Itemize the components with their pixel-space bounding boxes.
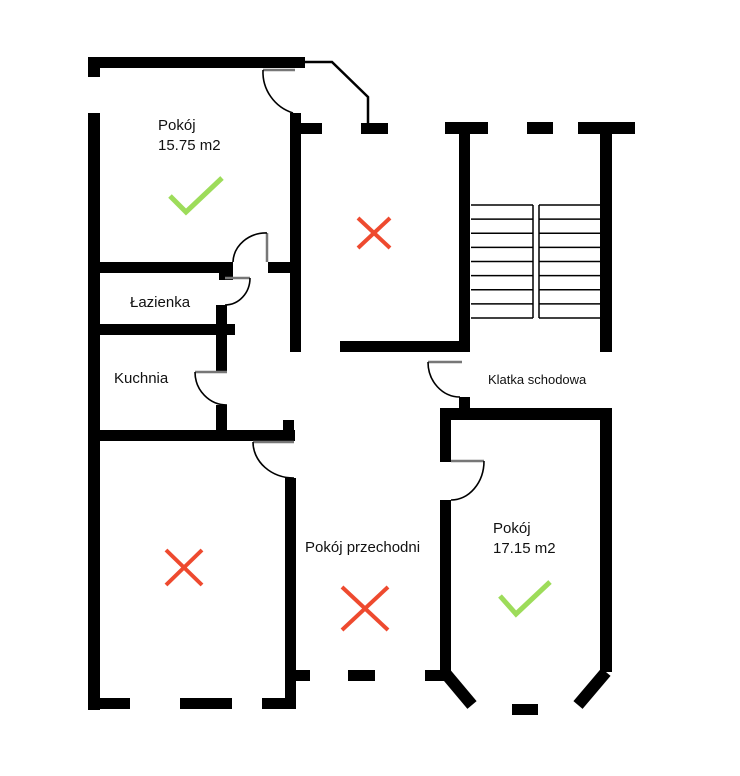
room-name-bathroom: Łazienka	[130, 294, 191, 311]
room-name-staircase: Klatka schodowa	[488, 372, 587, 387]
doors	[194, 68, 485, 501]
stairs	[471, 204, 601, 319]
room-name-kitchen: Kuchnia	[114, 370, 169, 387]
room-area-top-left: 15.75 m2	[158, 137, 221, 154]
room-name-top-left: Pokój	[158, 117, 196, 134]
room-name-passage: Pokój przechodni	[305, 539, 420, 556]
check-icon	[168, 176, 224, 216]
room-name-right: Pokój	[493, 520, 531, 537]
cross-icon	[340, 585, 390, 632]
room-area-right: 17.15 m2	[493, 540, 556, 557]
marks	[164, 176, 552, 632]
cross-icon	[164, 548, 204, 587]
cross-icon	[356, 216, 392, 250]
check-icon	[498, 580, 552, 618]
labels: Pokój 15.75 m2 Łazienka Kuchnia Pokój pr…	[114, 117, 587, 557]
walls	[88, 57, 635, 715]
